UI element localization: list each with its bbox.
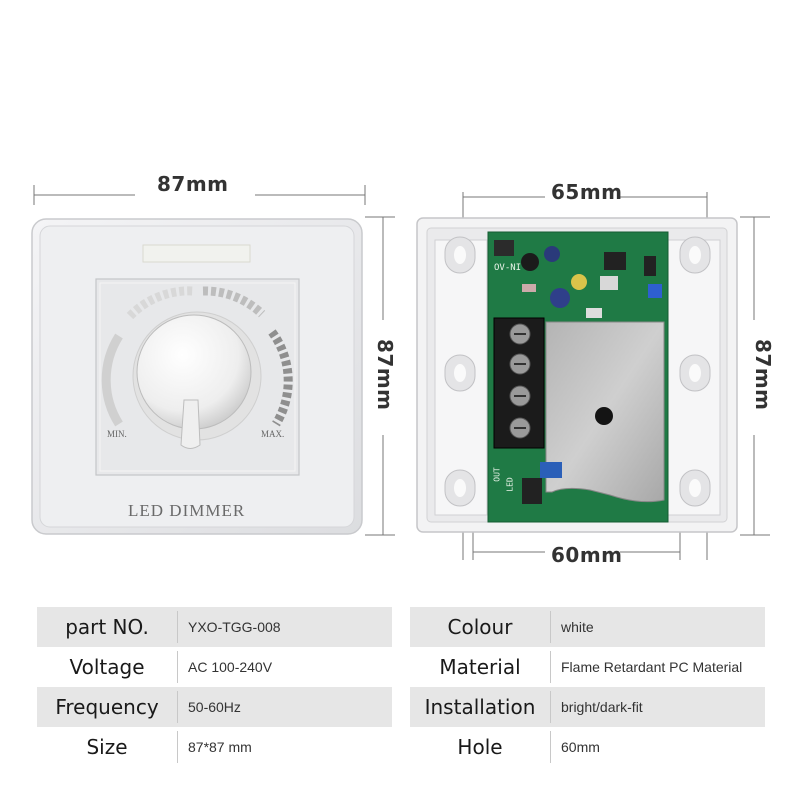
spec-row: Hole 60mm — [410, 727, 765, 767]
spec-tables: part NO. YXO-TGG-008 Voltage AC 100-240V… — [0, 607, 800, 767]
max-label: MAX. — [261, 429, 285, 439]
shaft-hole — [595, 407, 613, 425]
back-bottom-dimension — [472, 530, 681, 560]
product-label: LED DIMMER — [128, 501, 246, 520]
back-height-dimension — [740, 216, 770, 536]
spec-value: 60mm — [561, 739, 600, 755]
spec-row: Installation bright/dark-fit — [410, 687, 765, 727]
brightness-scale — [101, 286, 293, 427]
spec-key: Size — [86, 735, 128, 759]
spec-key: Colour — [447, 615, 513, 639]
spec-key: Material — [439, 655, 521, 679]
spec-row: Size 87*87 mm — [37, 727, 392, 767]
indicator-window — [142, 244, 251, 263]
pcb-label-out: OUT — [492, 467, 502, 482]
pcb-components — [494, 240, 662, 318]
spec-value: white — [561, 619, 594, 635]
front-height-dimension — [365, 216, 395, 536]
spec-value: YXO-TGG-008 — [188, 619, 281, 635]
spec-value: 50-60Hz — [188, 699, 241, 715]
spec-key: Installation — [424, 695, 536, 719]
spec-value: 87*87 mm — [188, 739, 252, 755]
pcb-label-top: OV-NI — [494, 263, 522, 273]
pcb-label-led: LED — [505, 477, 515, 492]
back-bottom-width-label: 60mm — [551, 543, 623, 567]
spec-row: part NO. YXO-TGG-008 — [37, 607, 392, 647]
mounting-holes — [444, 236, 711, 507]
front-height-label: 87mm — [373, 339, 397, 411]
back-height-label: 87mm — [751, 339, 775, 411]
front-width-dimension — [33, 185, 366, 205]
back-top-width-label: 65mm — [551, 180, 623, 204]
spec-value: bright/dark-fit — [561, 699, 643, 715]
spec-value: Flame Retardant PC Material — [561, 659, 743, 675]
spec-table-left: part NO. YXO-TGG-008 Voltage AC 100-240V… — [37, 607, 392, 767]
spec-row: Material Flame Retardant PC Material — [410, 647, 765, 687]
spec-row: Colour white — [410, 607, 765, 647]
spec-key: Voltage — [69, 655, 145, 679]
spec-row: Frequency 50-60Hz — [37, 687, 392, 727]
front-width-label: 87mm — [157, 172, 229, 196]
knob-pointer — [180, 399, 201, 449]
spec-table-right: Colour white Material Flame Retardant PC… — [410, 607, 765, 767]
spec-row: Voltage AC 100-240V — [37, 647, 392, 687]
spec-key: Frequency — [55, 695, 159, 719]
spec-key: part NO. — [65, 615, 149, 639]
spec-key: Hole — [457, 735, 503, 759]
spec-value: AC 100-240V — [188, 659, 273, 675]
min-label: MIN. — [107, 429, 127, 439]
